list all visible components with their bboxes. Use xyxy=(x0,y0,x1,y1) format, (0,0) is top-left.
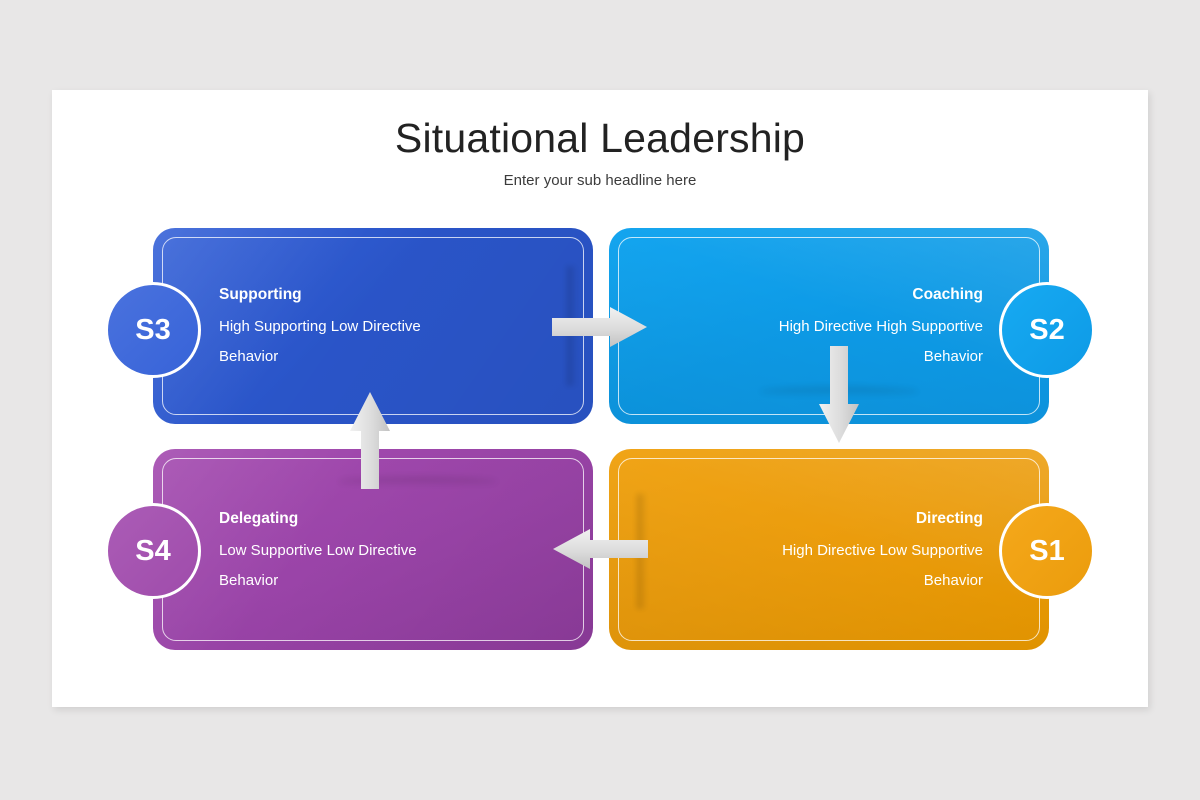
quadrant-heading-s4: Delegating xyxy=(219,509,299,527)
badge-label-s2: S2 xyxy=(1029,313,1065,346)
quadrant-text-s1: Directing High Directive Low Supportive … xyxy=(649,504,983,596)
quadrant-desc-line2-s4: Behavior xyxy=(219,571,279,589)
quadrant-desc-line1-s4: Low Supportive Low Directive xyxy=(219,541,417,559)
quadrant-text-s2: Coaching High Directive High Supportive … xyxy=(649,280,983,372)
slide-canvas: Situational Leadership Enter your sub he… xyxy=(52,90,1148,707)
badge-s2[interactable]: S2 xyxy=(999,282,1095,378)
arrow-down-s2-to-s1 xyxy=(818,346,860,444)
quadrant-heading-s1: Directing xyxy=(915,509,983,527)
badge-label-s1: S1 xyxy=(1029,534,1065,567)
quadrant-desc-line2-s1: Behavior xyxy=(923,571,983,589)
quadrant-heading-s2: Coaching xyxy=(912,286,983,303)
quadrant-desc-line1-s1: High Directive Low Supportive xyxy=(782,541,983,559)
quadrant-card-s1[interactable]: Directing High Directive Low Supportive … xyxy=(609,449,1049,650)
quadrant-text-s3: Supporting High Supporting Low Directive… xyxy=(219,280,553,372)
badge-label-s4: S4 xyxy=(135,534,171,567)
arrow-up-s4-to-s3 xyxy=(349,392,391,490)
quadrant-desc-line1-s3: High Supporting Low Directive xyxy=(219,318,421,335)
badge-s4[interactable]: S4 xyxy=(105,503,201,599)
quadrant-desc-line1-s2: High Directive High Supportive xyxy=(778,318,983,335)
page-subtitle: Enter your sub headline here xyxy=(503,172,697,189)
arrow-right-s3-to-s2 xyxy=(552,306,648,348)
arrow-left-s1-to-s4 xyxy=(552,528,648,570)
quadrant-heading-s3: Supporting xyxy=(219,286,302,303)
quadrant-text-s4: Delegating Low Supportive Low Directive … xyxy=(219,504,553,596)
badge-label-s3: S3 xyxy=(135,313,171,346)
badge-s1[interactable]: S1 xyxy=(999,503,1095,599)
situational-leadership-matrix: Supporting High Supporting Low Directive… xyxy=(52,90,1148,707)
page-title: Situational Leadership xyxy=(394,115,806,161)
quadrant-desc-line2-s2: Behavior xyxy=(923,348,983,365)
quadrant-desc-line2-s3: Behavior xyxy=(219,348,279,365)
badge-s3[interactable]: S3 xyxy=(105,282,201,378)
